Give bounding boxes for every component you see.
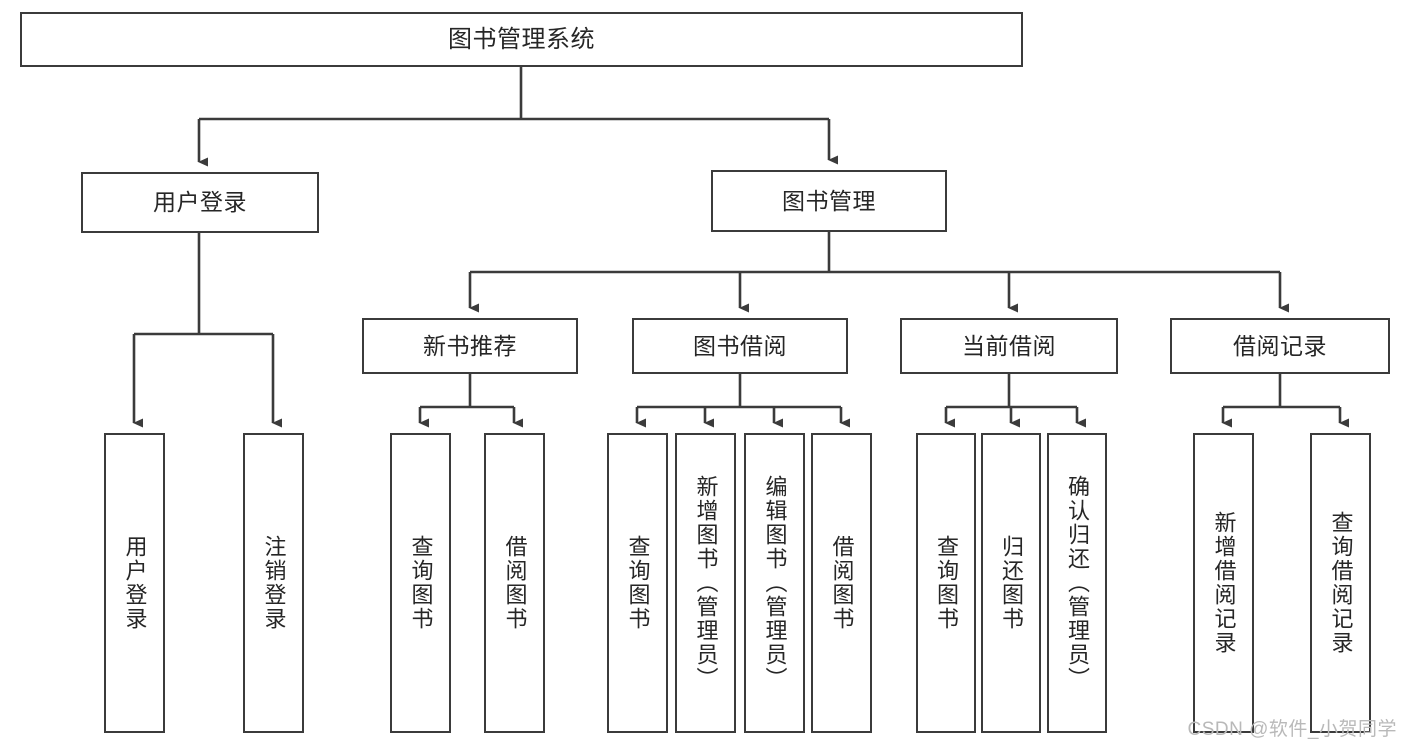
leaf-logout-login[interactable]: 注销登录 — [243, 433, 304, 733]
leaf-recommend-query-book[interactable]: 查询图书 — [390, 433, 451, 733]
leaf-record-add-borrow-record[interactable]: 新增借阅记录 — [1193, 433, 1254, 733]
watermark: CSDN @软件_小贺同学 — [1187, 719, 1397, 740]
node-label: 图书管理系统 — [448, 25, 595, 53]
node-label: 查询图书 — [625, 535, 651, 631]
leaf-borrow-add-book-admin[interactable]: 新增图书（管理员） — [675, 433, 736, 733]
leaf-current-return-book[interactable]: 归还图书 — [981, 433, 1041, 733]
leaf-borrow-edit-book-admin[interactable]: 编辑图书（管理员） — [744, 433, 805, 733]
leaf-current-confirm-return-admin[interactable]: 确认归还（管理员） — [1047, 433, 1107, 733]
leaf-user-login[interactable]: 用户登录 — [104, 433, 165, 733]
node-borrow-record[interactable]: 借阅记录 — [1170, 318, 1390, 374]
leaf-current-query-book[interactable]: 查询图书 — [916, 433, 976, 733]
node-label: 新书推荐 — [423, 332, 517, 359]
node-label: 用户登录 — [153, 189, 247, 216]
node-label: 借阅图书 — [829, 535, 855, 631]
node-current-borrow[interactable]: 当前借阅 — [900, 318, 1118, 374]
node-label: 当前借阅 — [962, 332, 1056, 359]
node-user-login[interactable]: 用户登录 — [81, 172, 319, 233]
node-label: 新增图书（管理员） — [693, 475, 719, 691]
node-label: 借阅图书 — [502, 535, 528, 631]
node-label: 图书借阅 — [693, 332, 787, 359]
node-book-borrow[interactable]: 图书借阅 — [632, 318, 848, 374]
node-label: 查询借阅记录 — [1328, 511, 1354, 655]
node-label: 归还图书 — [999, 535, 1024, 631]
leaf-borrow-query-book[interactable]: 查询图书 — [607, 433, 668, 733]
leaf-recommend-borrow-book[interactable]: 借阅图书 — [484, 433, 545, 733]
node-label: 查询图书 — [934, 535, 959, 631]
node-label: 图书管理 — [782, 187, 876, 214]
node-label: 确认归还（管理员） — [1065, 475, 1090, 691]
node-root-book-management-system[interactable]: 图书管理系统 — [20, 12, 1023, 67]
node-label: 注销登录 — [261, 535, 287, 631]
node-book-management[interactable]: 图书管理 — [711, 170, 947, 232]
node-label: 借阅记录 — [1233, 332, 1327, 359]
leaf-borrow-borrow-book[interactable]: 借阅图书 — [811, 433, 872, 733]
node-label: 新增借阅记录 — [1211, 511, 1237, 655]
node-label: 查询图书 — [408, 535, 434, 631]
node-new-book-recommend[interactable]: 新书推荐 — [362, 318, 578, 374]
node-label: 编辑图书（管理员） — [762, 475, 788, 691]
node-label: 用户登录 — [122, 535, 148, 631]
leaf-record-query-borrow-record[interactable]: 查询借阅记录 — [1310, 433, 1371, 733]
